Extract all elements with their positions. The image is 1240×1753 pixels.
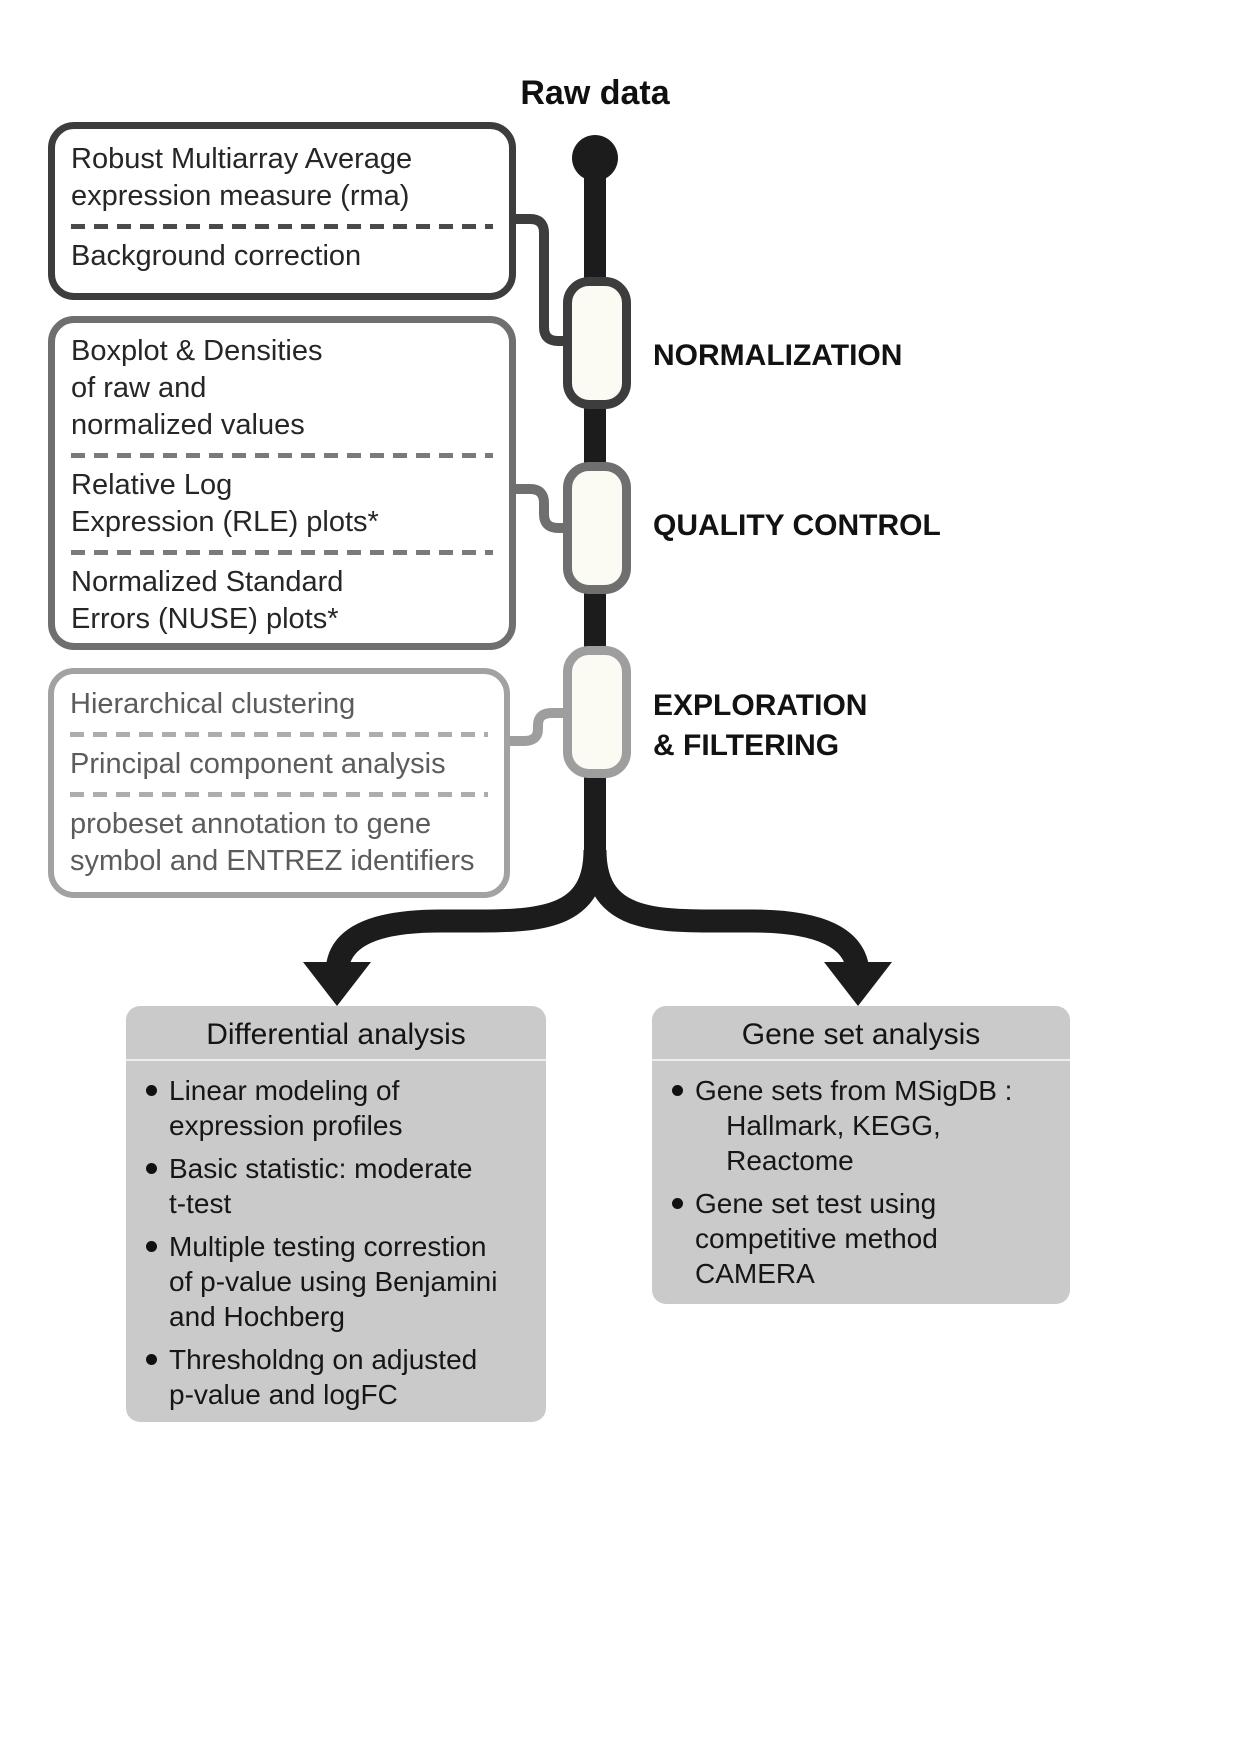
- bullet-item: Thresholdng on adjusted p-value and logF…: [146, 1342, 530, 1412]
- connector-normalization: [512, 214, 569, 346]
- branch-right-line: [583, 849, 870, 974]
- connector-exploration: [508, 708, 569, 746]
- normalization-box: Robust Multiarray Average expression mea…: [48, 122, 516, 300]
- bullet-text: Multiple testing correstion of p-value u…: [169, 1231, 498, 1332]
- bullet-list: Linear modeling of expression profiles B…: [126, 1061, 546, 1412]
- quality-control-node: [563, 462, 631, 594]
- bullet-item: Gene sets from MSigDB : Hallmark, KEGG, …: [672, 1073, 1054, 1178]
- bullet-dot-icon: [672, 1085, 683, 1096]
- bullet-dot-icon: [146, 1163, 157, 1174]
- bullet-item: Basic statistic: moderate t-test: [146, 1151, 530, 1221]
- panel-title: Differential analysis: [206, 1018, 466, 1051]
- exploration-node: [563, 646, 631, 778]
- normalization-node: [563, 277, 631, 409]
- dashed-divider: [70, 732, 488, 737]
- pipeline-step-text: probeset annotation to gene symbol and E…: [70, 808, 475, 877]
- branch-left-line: [325, 849, 607, 974]
- bullet-text: Gene set test using competitive method C…: [695, 1188, 938, 1289]
- differential-analysis-panel: Differential analysis Linear modeling of…: [126, 1006, 546, 1422]
- pipeline-step-text: Background correction: [71, 240, 362, 272]
- bullet-dot-icon: [146, 1354, 157, 1365]
- arrowhead-right-icon: [824, 962, 892, 1006]
- bullet-text: Thresholdng on adjusted p-value and logF…: [169, 1344, 478, 1410]
- pipeline-step-text: Normalized Standard Errors (NUSE) plots*: [71, 566, 344, 635]
- pipeline-step-text: Hierarchical clustering: [70, 688, 356, 720]
- exploration-box: Hierarchical clustering Principal compon…: [48, 668, 510, 898]
- dashed-divider: [71, 224, 493, 229]
- bullet-item: Multiple testing correstion of p-value u…: [146, 1229, 530, 1334]
- panel-separator: [652, 1059, 1070, 1061]
- raw-data-label: Raw data: [520, 74, 670, 112]
- bullet-list: Gene sets from MSigDB : Hallmark, KEGG, …: [652, 1061, 1070, 1291]
- bullet-dot-icon: [672, 1198, 683, 1209]
- dashed-divider: [71, 550, 493, 555]
- quality-control-label: QUALITY CONTROL: [653, 509, 941, 542]
- connector-quality-control: [512, 484, 569, 533]
- bullet-text: Linear modeling of expression profiles: [169, 1075, 403, 1141]
- dashed-divider: [70, 792, 488, 797]
- bullet-dot-icon: [146, 1085, 157, 1096]
- gene-set-analysis-panel: Gene set analysis Gene sets from MSigDB …: [652, 1006, 1070, 1304]
- pipeline-step-text: Relative Log Expression (RLE) plots*: [71, 469, 379, 538]
- arrowhead-left-icon: [303, 962, 371, 1006]
- panel-title: Gene set analysis: [741, 1018, 981, 1051]
- pipeline-step-text: Robust Multiarray Average expression mea…: [71, 143, 413, 212]
- dashed-divider: [71, 453, 493, 458]
- pipeline-step-text: Boxplot & Densities of raw and normalize…: [71, 335, 323, 441]
- bullet-dot-icon: [146, 1241, 157, 1252]
- bullet-text: Gene sets from MSigDB : Hallmark, KEGG, …: [695, 1075, 1013, 1176]
- bullet-item: Gene set test using competitive method C…: [672, 1186, 1054, 1291]
- pipeline-step-text: Principal component analysis: [70, 748, 446, 780]
- quality-control-box: Boxplot & Densities of raw and normalize…: [48, 316, 516, 650]
- normalization-label: NORMALIZATION: [653, 339, 903, 372]
- exploration-label: EXPLORATION & FILTERING: [653, 689, 868, 762]
- bullet-item: Linear modeling of expression profiles: [146, 1073, 530, 1143]
- bullet-text: Basic statistic: moderate t-test: [169, 1153, 473, 1219]
- panel-separator: [126, 1059, 546, 1061]
